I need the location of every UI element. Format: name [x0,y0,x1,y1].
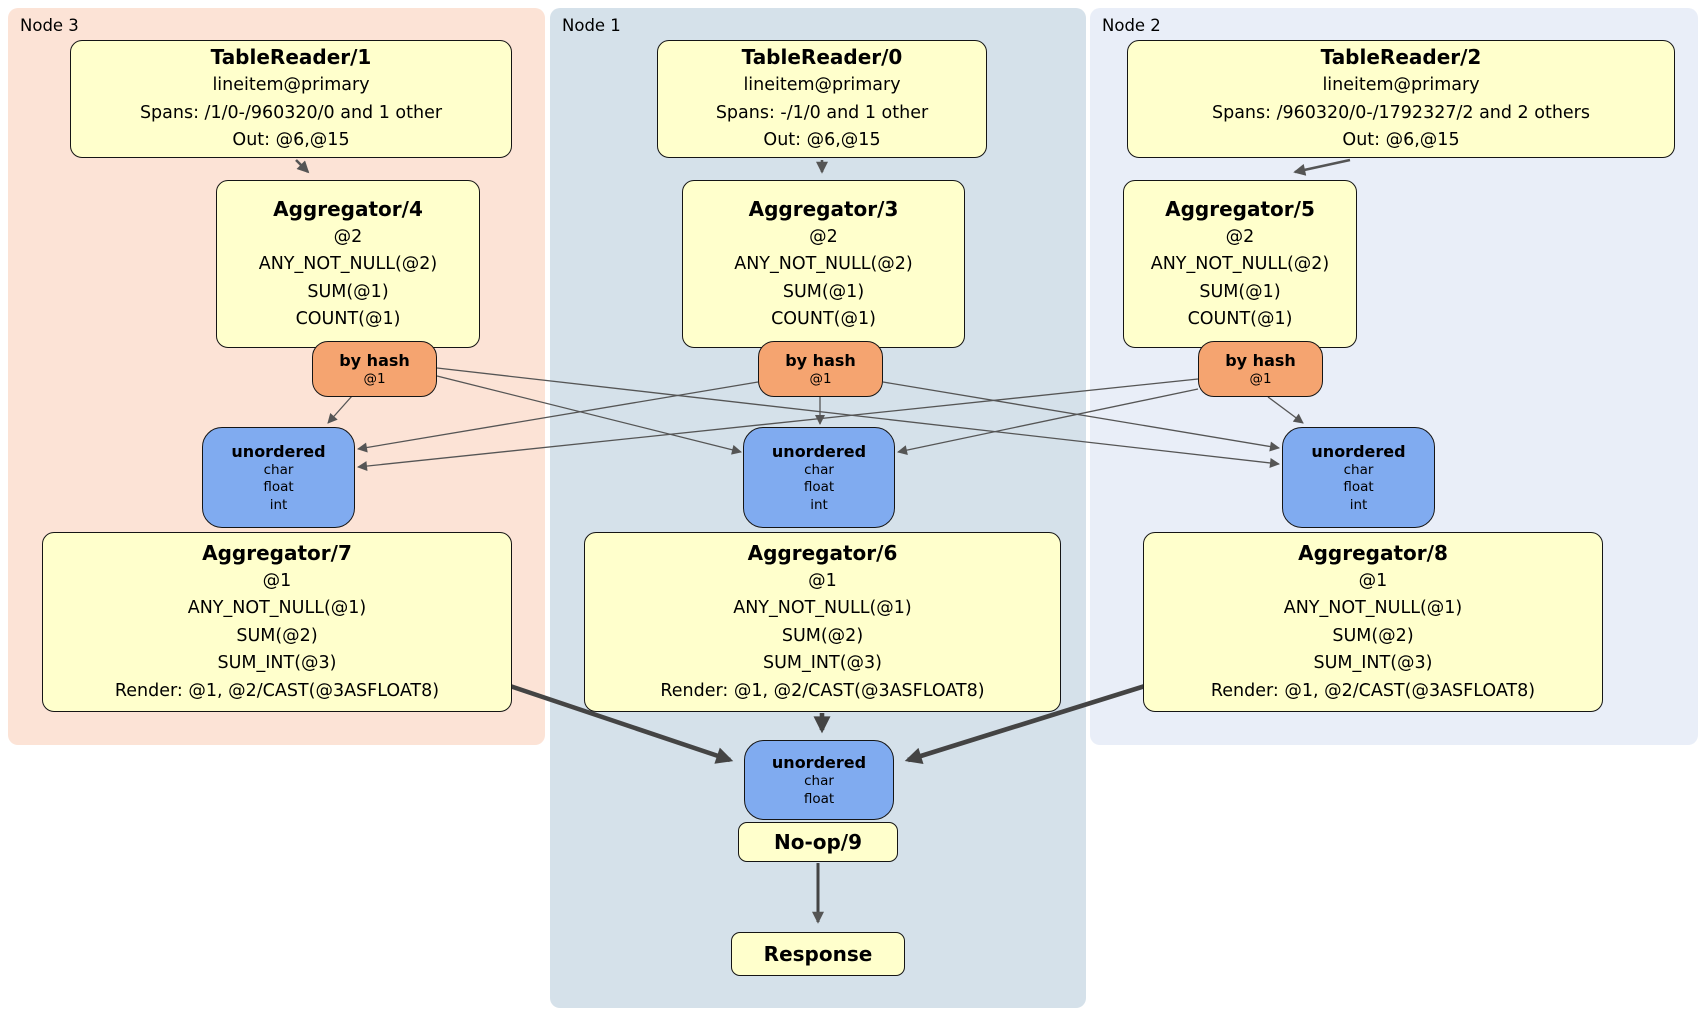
unordered-sync-left-title: unordered [231,441,326,461]
aggregator-6-box: Aggregator/6 @1 ANY_NOT_NULL(@1) SUM(@2)… [584,532,1061,712]
aggregator-3-fn1: ANY_NOT_NULL(@2) [734,254,913,274]
by-hash-router-right-title: by hash [1225,350,1296,370]
aggregator-3-group: @2 [809,226,838,247]
aggregator-3-box: Aggregator/3 @2 ANY_NOT_NULL(@2) SUM(@1)… [682,180,965,348]
unordered-sync-right-col3: int [1349,496,1368,513]
tablereader-2-out: Out: @6,@15 [1342,130,1460,151]
unordered-sync-center-col1: char [804,461,834,478]
tablereader-0-out: Out: @6,@15 [763,130,881,151]
tablereader-0-spans: Spans: -/1/0 and 1 other [715,102,929,123]
aggregator-6-fn1: ANY_NOT_NULL(@1) [733,598,912,619]
aggregator-7-box: Aggregator/7 @1 ANY_NOT_NULL(@1) SUM(@2)… [42,532,512,712]
aggregator-6-render: Render: @1, @2/CAST(@3ASFLOAT8) [660,680,985,701]
unordered-sync-left-col3: int [269,496,288,513]
aggregator-8-fn1: ANY_NOT_NULL(@1) [1283,598,1463,619]
aggregator-4-box: Aggregator/4 @2 ANY_NOT_NULL(@2) SUM(@1)… [216,180,480,348]
aggregator-3-fn2: SUM(@1) [782,281,865,302]
unordered-sync-right-col2: float [1343,479,1374,496]
tablereader-2-spans: Spans: /960320/0-/1792327/2 and 2 others [1211,102,1590,123]
unordered-sync-center-col2: float [803,479,835,496]
node3-label: Node 3 [20,16,79,35]
node2-label: Node 2 [1102,16,1161,35]
unordered-sync-center-col3: int [810,496,828,513]
unordered-sync-center: unordered char float int [743,427,895,528]
aggregator-7-render: Render: @1, @2/CAST(@3ASFLOAT8) [114,680,440,701]
node1-label: Node 1 [562,16,621,35]
by-hash-router-center-title: by hash [785,350,856,370]
noop-title: No-op/9 [773,829,863,854]
tablereader-2-title: TableReader/2 [1320,45,1482,70]
by-hash-router-left: by hash @1 [312,341,437,397]
by-hash-router-right-key: @1 [1249,370,1272,387]
aggregator-4-fn2: SUM(@1) [307,281,389,302]
aggregator-6-fn3: SUM_INT(@3) [763,653,882,674]
aggregator-5-group: @2 [1225,226,1255,247]
tablereader-0-box: TableReader/0 lineitem@primary Spans: -/… [657,40,987,158]
tablereader-1-out: Out: @6,@15 [232,130,350,151]
unordered-sync-right-col1: char [1343,461,1374,478]
aggregator-8-render: Render: @1, @2/CAST(@3ASFLOAT8) [1210,680,1536,701]
unordered-sync-right: unordered char float int [1282,427,1435,528]
tablereader-2-index: lineitem@primary [1322,75,1480,96]
aggregator-4-fn1: ANY_NOT_NULL(@2) [258,254,438,274]
unordered-sync-left-col1: char [263,461,294,478]
aggregator-7-group: @1 [262,570,292,591]
aggregator-5-box: Aggregator/5 @2 ANY_NOT_NULL(@2) SUM(@1)… [1123,180,1357,348]
aggregator-4-group: @2 [333,226,363,247]
response-title: Response [763,941,873,966]
unordered-sync-left-col2: float [263,479,294,496]
aggregator-6-title: Aggregator/6 [747,540,898,565]
by-hash-router-left-key: @1 [363,370,386,387]
tablereader-1-spans: Spans: /1/0-/960320/0 and 1 other [139,102,443,123]
aggregator-8-box: Aggregator/8 @1 ANY_NOT_NULL(@1) SUM(@2)… [1143,532,1603,712]
aggregator-7-fn3: SUM_INT(@3) [217,653,337,674]
aggregator-8-title: Aggregator/8 [1298,540,1448,565]
unordered-sync-merge-title: unordered [771,753,867,772]
aggregator-5-fn3: COUNT(@1) [1187,309,1293,329]
aggregator-8-fn3: SUM_INT(@3) [1313,653,1433,674]
aggregator-7-fn1: ANY_NOT_NULL(@1) [187,598,367,619]
unordered-sync-merge-col2: float [803,790,835,807]
aggregator-7-fn2: SUM(@2) [236,625,318,646]
tablereader-1-title: TableReader/1 [210,45,372,70]
tablereader-1-box: TableReader/1 lineitem@primary Spans: /1… [70,40,512,158]
unordered-sync-merge-col1: char [804,773,834,789]
tablereader-0-title: TableReader/0 [741,45,903,70]
aggregator-5-fn1: ANY_NOT_NULL(@2) [1150,254,1330,274]
aggregator-8-fn2: SUM(@2) [1332,625,1414,646]
aggregator-7-title: Aggregator/7 [202,540,352,565]
unordered-sync-merge: unordered char float [744,740,894,820]
by-hash-router-left-title: by hash [339,350,410,370]
aggregator-5-fn2: SUM(@1) [1199,281,1281,302]
aggregator-8-group: @1 [1358,570,1388,591]
tablereader-0-index: lineitem@primary [743,75,901,96]
unordered-sync-center-title: unordered [771,441,867,461]
aggregator-3-fn3: COUNT(@1) [771,309,876,329]
by-hash-router-right: by hash @1 [1198,341,1323,397]
unordered-sync-left: unordered char float int [202,427,355,528]
unordered-sync-right-title: unordered [1311,441,1406,461]
response-box: Response [731,932,905,976]
tablereader-2-box: TableReader/2 lineitem@primary Spans: /9… [1127,40,1675,158]
aggregator-6-fn2: SUM(@2) [781,625,864,646]
aggregator-3-title: Aggregator/3 [748,196,899,221]
tablereader-1-index: lineitem@primary [212,75,370,96]
by-hash-router-center-key: @1 [809,370,832,387]
aggregator-6-group: @1 [808,570,837,591]
aggregator-4-fn3: COUNT(@1) [295,309,401,329]
aggregator-5-title: Aggregator/5 [1165,196,1315,221]
aggregator-4-title: Aggregator/4 [273,196,423,221]
noop-box: No-op/9 [738,822,898,862]
by-hash-router-center: by hash @1 [758,341,883,397]
